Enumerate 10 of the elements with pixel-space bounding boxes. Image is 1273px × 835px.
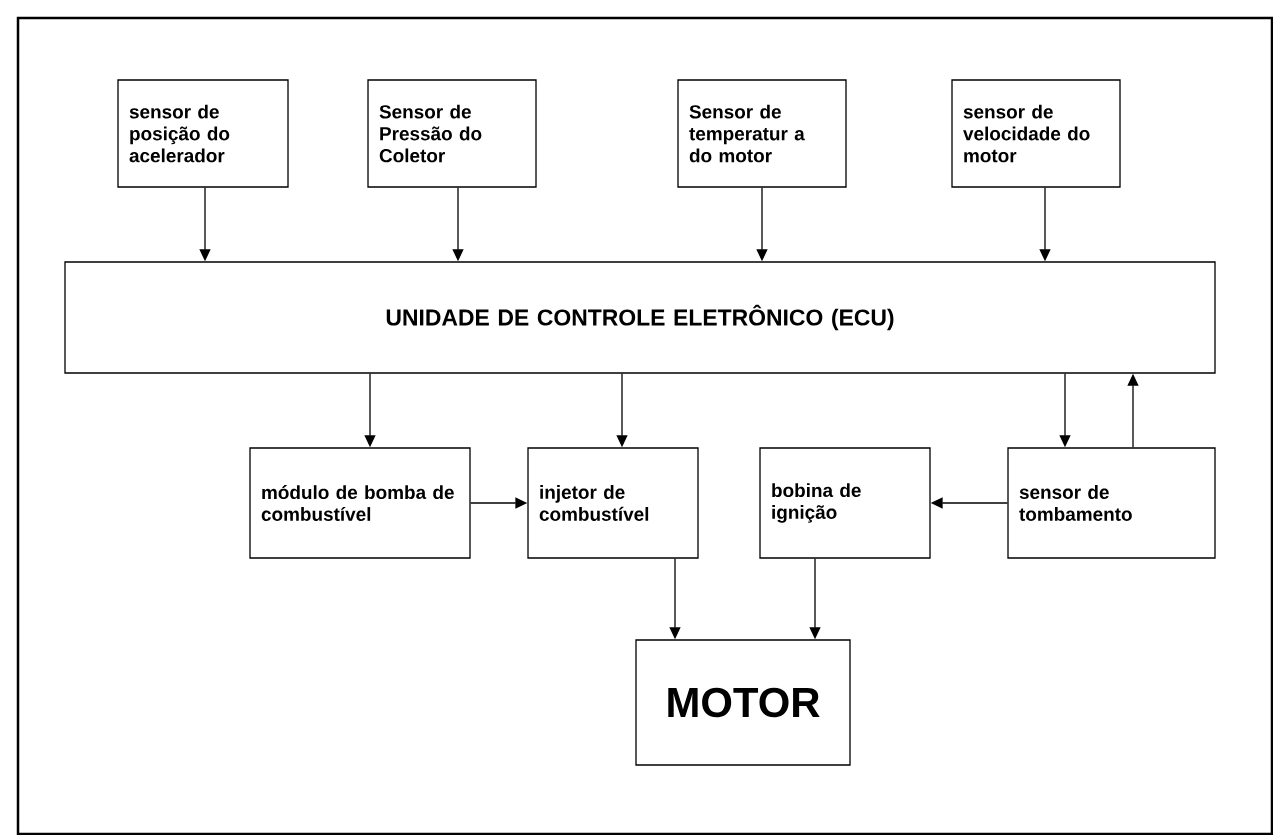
engine-box: MOTOR — [635, 639, 851, 766]
block-box: sensor de tombamento — [1007, 447, 1216, 559]
block-box: injetor de combustível — [527, 447, 699, 559]
block-box: módulo de bomba de combustível — [249, 447, 471, 559]
ecu-box: UNIDADE DE CONTROLE ELETRÔNICO (ECU) — [64, 261, 1216, 374]
block-box: Sensor de temperatur a do motor — [677, 79, 847, 188]
block-box: sensor de velocidade do motor — [951, 79, 1121, 188]
block-box: Sensor de Pressão do Coletor — [367, 79, 537, 188]
block-box: bobina de ignição — [759, 447, 931, 559]
block-box: sensor de posição do acelerador — [117, 79, 289, 188]
